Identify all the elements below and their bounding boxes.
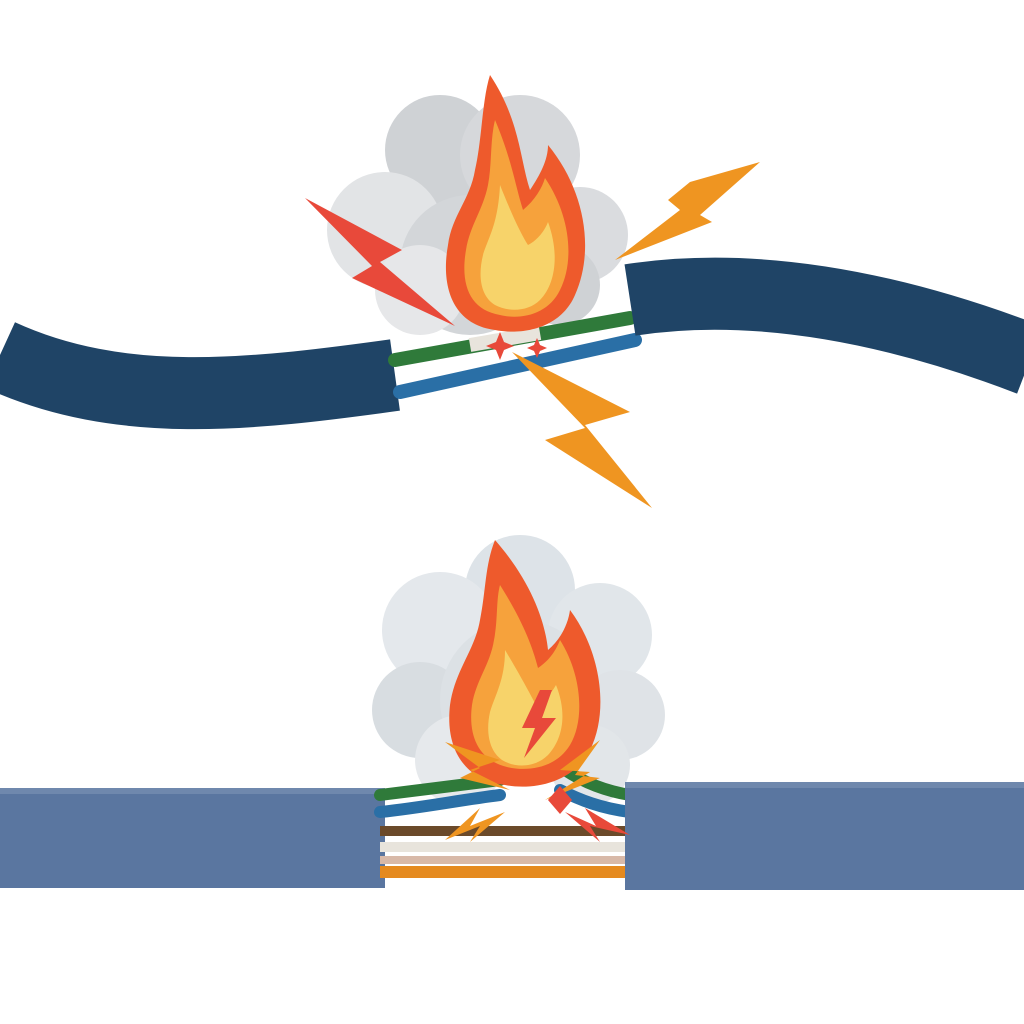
top-scene	[0, 75, 1024, 508]
flame-icon	[445, 75, 586, 332]
spark-icon	[445, 740, 630, 842]
lightning-bolt-icon	[512, 352, 652, 508]
lightning-bolt-icon	[522, 690, 556, 758]
bottom-cable-left-sheath	[0, 788, 385, 888]
lightning-bolt-icon	[615, 162, 760, 260]
top-exposed-wires	[388, 311, 642, 399]
flame-icon	[449, 540, 601, 787]
top-cable-left-sheath	[0, 322, 400, 430]
frayed-wires-icon	[374, 764, 636, 878]
bottom-scene	[0, 535, 1024, 890]
bottom-cable-right-sheath	[625, 782, 1024, 890]
spark-icon	[486, 332, 547, 360]
top-cable-right-sheath	[624, 257, 1024, 394]
lightning-bolt-icon	[305, 198, 455, 326]
